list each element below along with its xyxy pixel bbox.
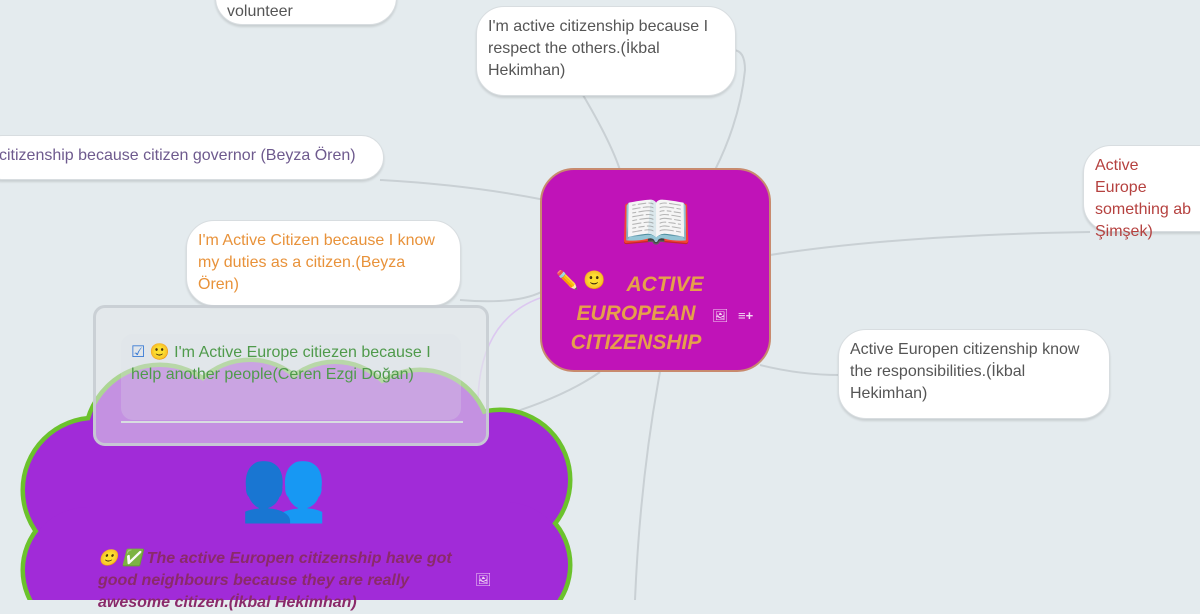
node-text: citizenship because citizen governor (Be… [0, 147, 356, 164]
node-text: I'm Active Citizen because I know my dut… [198, 232, 435, 293]
image-icon[interactable]: 🖼 [712, 308, 729, 323]
node-text: The active Europen citizenship have got … [98, 550, 452, 611]
node-text: I'm active citizenship because I respect… [488, 18, 709, 79]
check-icon: ✅ [122, 550, 143, 567]
node-text: Active Europe something ab Şimşek) [1095, 157, 1192, 240]
checkbox-icon[interactable]: ☑ [131, 344, 146, 361]
node-right-cut[interactable]: Active Europe something ab Şimşek) [1083, 145, 1200, 240]
central-topic[interactable]: 📖 ✏️ 🙂 ACTIVE EUROPEAN CITIZENSHIP 🖼 ≡+ [540, 168, 771, 372]
node-responsibilities[interactable]: Active Europen citizenship know the resp… [838, 329, 1110, 419]
image-icon[interactable]: 🖼 [475, 572, 492, 587]
node-neighbours[interactable]: 🙂 ✅ The active Europen citizenship have … [98, 548, 478, 614]
smile-icon: 🙂 [98, 550, 118, 567]
node-text: I'm Active Europe citiezen because I hel… [131, 344, 431, 383]
central-title: ACTIVE EUROPEAN CITIZENSHIP [570, 273, 704, 354]
node-text: Active Europen citizenship know the resp… [850, 341, 1080, 402]
people-icon: 👥 [240, 446, 328, 524]
divider [121, 421, 463, 423]
selection-box[interactable]: ☑ 🙂 I'm Active Europe citiezen because I… [93, 305, 489, 446]
node-governor[interactable]: citizenship because citizen governor (Be… [0, 135, 384, 180]
node-help[interactable]: ☑ 🙂 I'm Active Europe citiezen because I… [121, 334, 461, 420]
node-duties[interactable]: I'm Active Citizen because I know my dut… [186, 220, 461, 306]
smile-icon: 🙂 [149, 344, 170, 361]
node-text: volunteer [227, 3, 293, 20]
node-respect[interactable]: I'm active citizenship because I respect… [476, 6, 736, 96]
book-icon: 📖 [620, 190, 693, 255]
pencil-smile-icon: ✏️ 🙂 [556, 270, 606, 290]
notes-icon[interactable]: ≡+ [738, 308, 754, 323]
